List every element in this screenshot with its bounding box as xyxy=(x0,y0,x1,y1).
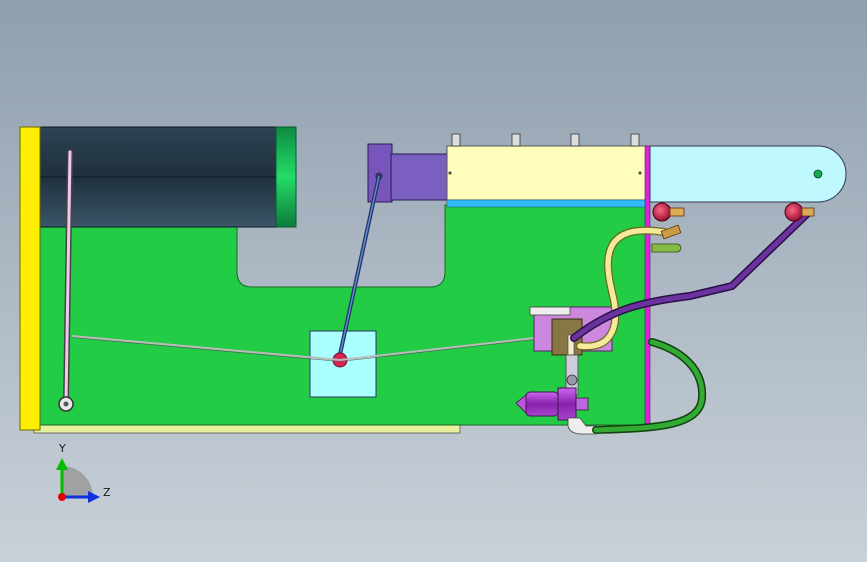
cable-left xyxy=(71,335,341,361)
red-fitting-left xyxy=(652,202,685,222)
coordinate-axes-icon xyxy=(56,458,100,503)
upper-block-bolts xyxy=(451,133,640,147)
cable-right xyxy=(339,335,553,361)
extension-arm xyxy=(649,145,847,203)
upper-block xyxy=(446,145,648,201)
cable-right-edge xyxy=(339,337,553,362)
base-plate xyxy=(39,204,647,426)
axis-label-y: Y xyxy=(59,442,66,455)
upper-block-hole-right xyxy=(638,171,642,175)
regulator-collar xyxy=(557,387,577,421)
regulator-body xyxy=(525,391,559,417)
elbow-fitting xyxy=(567,417,597,435)
regulator-outlet xyxy=(575,397,589,411)
axis-label-z: Z xyxy=(103,486,111,499)
bottom-support-plate xyxy=(33,424,461,434)
nozzle-link-highlight xyxy=(338,175,380,360)
magenta-divider xyxy=(644,145,651,426)
left-lever-pivot-hole xyxy=(63,401,69,407)
red-fitting-right xyxy=(784,202,815,222)
left-lever-arm-highlight xyxy=(64,150,72,405)
valve-block xyxy=(551,318,583,356)
fitting-ring xyxy=(566,374,578,386)
cylinder-end-cap xyxy=(275,126,297,228)
blue-strip xyxy=(446,199,648,208)
nozzle-housing-body xyxy=(390,153,448,201)
brass-fitting xyxy=(660,224,682,240)
side-clamp xyxy=(651,243,682,253)
upper-block-hole-left xyxy=(448,171,452,175)
extension-arm-pin xyxy=(813,169,823,179)
yellow-end-plate xyxy=(19,126,41,431)
green-hose-fill xyxy=(593,339,705,433)
valve-top-fitting xyxy=(529,306,571,316)
yellow-hose-fill xyxy=(577,227,667,350)
cable-left-edge xyxy=(71,337,341,362)
purple-hose-fill xyxy=(571,210,811,341)
